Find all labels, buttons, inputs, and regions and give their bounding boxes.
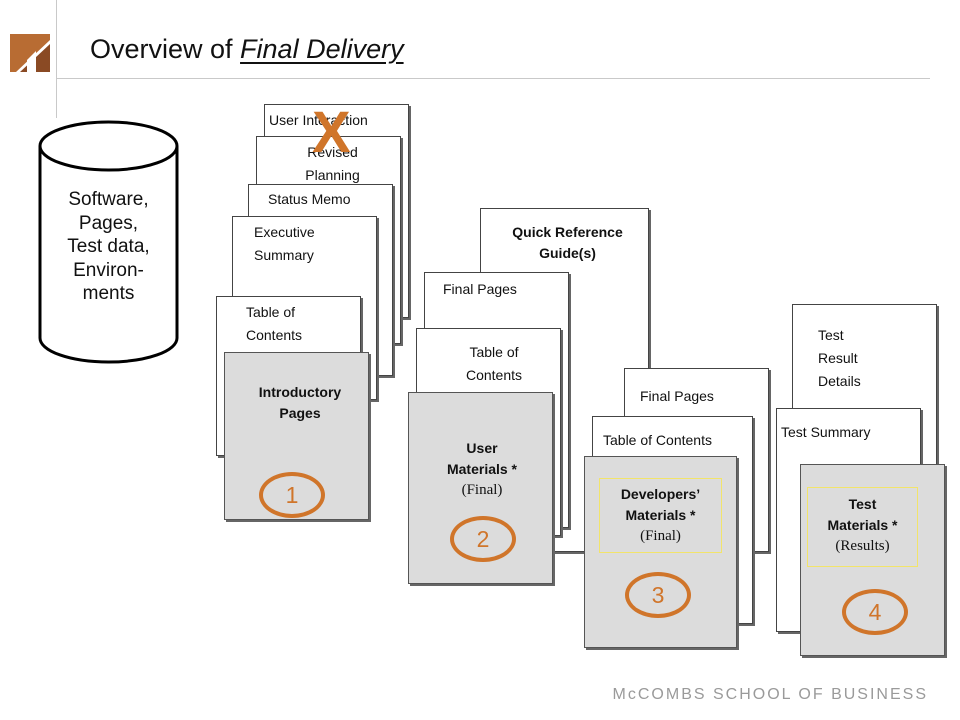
- test-materials-highlight: [807, 487, 918, 567]
- title-prefix: Overview of: [90, 34, 241, 64]
- introductory-line: Pages: [279, 405, 321, 421]
- mccombs-logo-icon: [10, 34, 50, 72]
- test-materials-line: Test: [848, 496, 877, 512]
- executive-summary-line: Executive: [254, 224, 315, 240]
- school-footer: McCOMBS SCHOOL OF BUSINESS: [612, 686, 928, 703]
- database-label: Software, Pages, Test data, Environ- men…: [40, 188, 177, 306]
- developers-materials-line: Materials *: [625, 507, 696, 523]
- status-memo-label: Status Memo: [268, 191, 351, 207]
- database-line: Test data,: [67, 236, 150, 257]
- user-materials-label: User Materials * (Final): [418, 438, 546, 501]
- database-line: Pages,: [78, 212, 139, 234]
- user-materials-line: (Final): [461, 482, 503, 498]
- quick-reference-line: Guide(s): [539, 245, 596, 261]
- toc-line: Table of: [246, 304, 296, 320]
- developers-materials-label: Developers’ Materials * (Final): [599, 484, 722, 547]
- test-materials-label: Test Materials * (Results): [807, 494, 918, 557]
- toc-line: Contents: [246, 327, 303, 343]
- table-of-contents-label-2: Table of Contents: [434, 341, 554, 387]
- user-materials-line: User: [466, 440, 498, 456]
- test-result-details-label: Test Result Details: [818, 324, 861, 393]
- slide-title: Overview of Final Delivery: [90, 34, 404, 65]
- revised-planning-label: Revised Planning: [270, 141, 395, 187]
- developers-materials-line: Developers’: [620, 486, 701, 502]
- final-pages-label-3: Final Pages: [640, 388, 714, 404]
- step-badge-2: 2: [450, 516, 516, 562]
- user-interaction-label: User Interaction: [269, 112, 368, 128]
- removed-x-mark: X: [312, 100, 351, 165]
- database-line: Environ-: [73, 259, 144, 281]
- introductory-line: Introductory: [258, 384, 342, 400]
- executive-summary-label: Executive Summary: [254, 221, 315, 267]
- developers-materials-line: (Final): [640, 528, 681, 544]
- test-materials-line: (Results): [835, 538, 890, 554]
- test-result-line: Test: [818, 327, 844, 343]
- table-of-contents-label-1: Table of Contents: [246, 301, 302, 347]
- final-pages-label-2: Final Pages: [443, 281, 517, 297]
- toc-line: Table of: [469, 344, 519, 360]
- user-materials-line: Materials *: [446, 461, 518, 477]
- step-badge-1: 1: [259, 472, 325, 518]
- revised-planning-line: Planning: [305, 167, 360, 183]
- introductory-pages-label: Introductory Pages: [236, 382, 364, 424]
- toc-line: Contents: [465, 367, 523, 383]
- test-materials-line: Materials *: [827, 517, 898, 533]
- step-badge-4: 4: [842, 589, 908, 635]
- title-emphasis: Final Delivery: [240, 34, 404, 64]
- database-cylinder-icon: [38, 120, 179, 364]
- test-summary-label: Test Summary: [781, 424, 871, 440]
- test-result-line: Details: [818, 373, 861, 389]
- step-badge-3: 3: [625, 572, 691, 618]
- quick-reference-line: Quick Reference: [512, 224, 623, 240]
- database-line: ments: [82, 283, 135, 304]
- database-line: Software,: [68, 189, 149, 210]
- quick-reference-label: Quick Reference Guide(s): [490, 222, 645, 264]
- executive-summary-line: Summary: [254, 247, 314, 263]
- header-horizontal-rule: [56, 78, 930, 79]
- test-result-line: Result: [818, 350, 858, 366]
- header-vertical-rule: [56, 0, 57, 118]
- developers-materials-highlight: [599, 478, 722, 553]
- revised-planning-line: Revised: [307, 144, 358, 160]
- table-of-contents-label-3: Table of Contents: [603, 432, 712, 448]
